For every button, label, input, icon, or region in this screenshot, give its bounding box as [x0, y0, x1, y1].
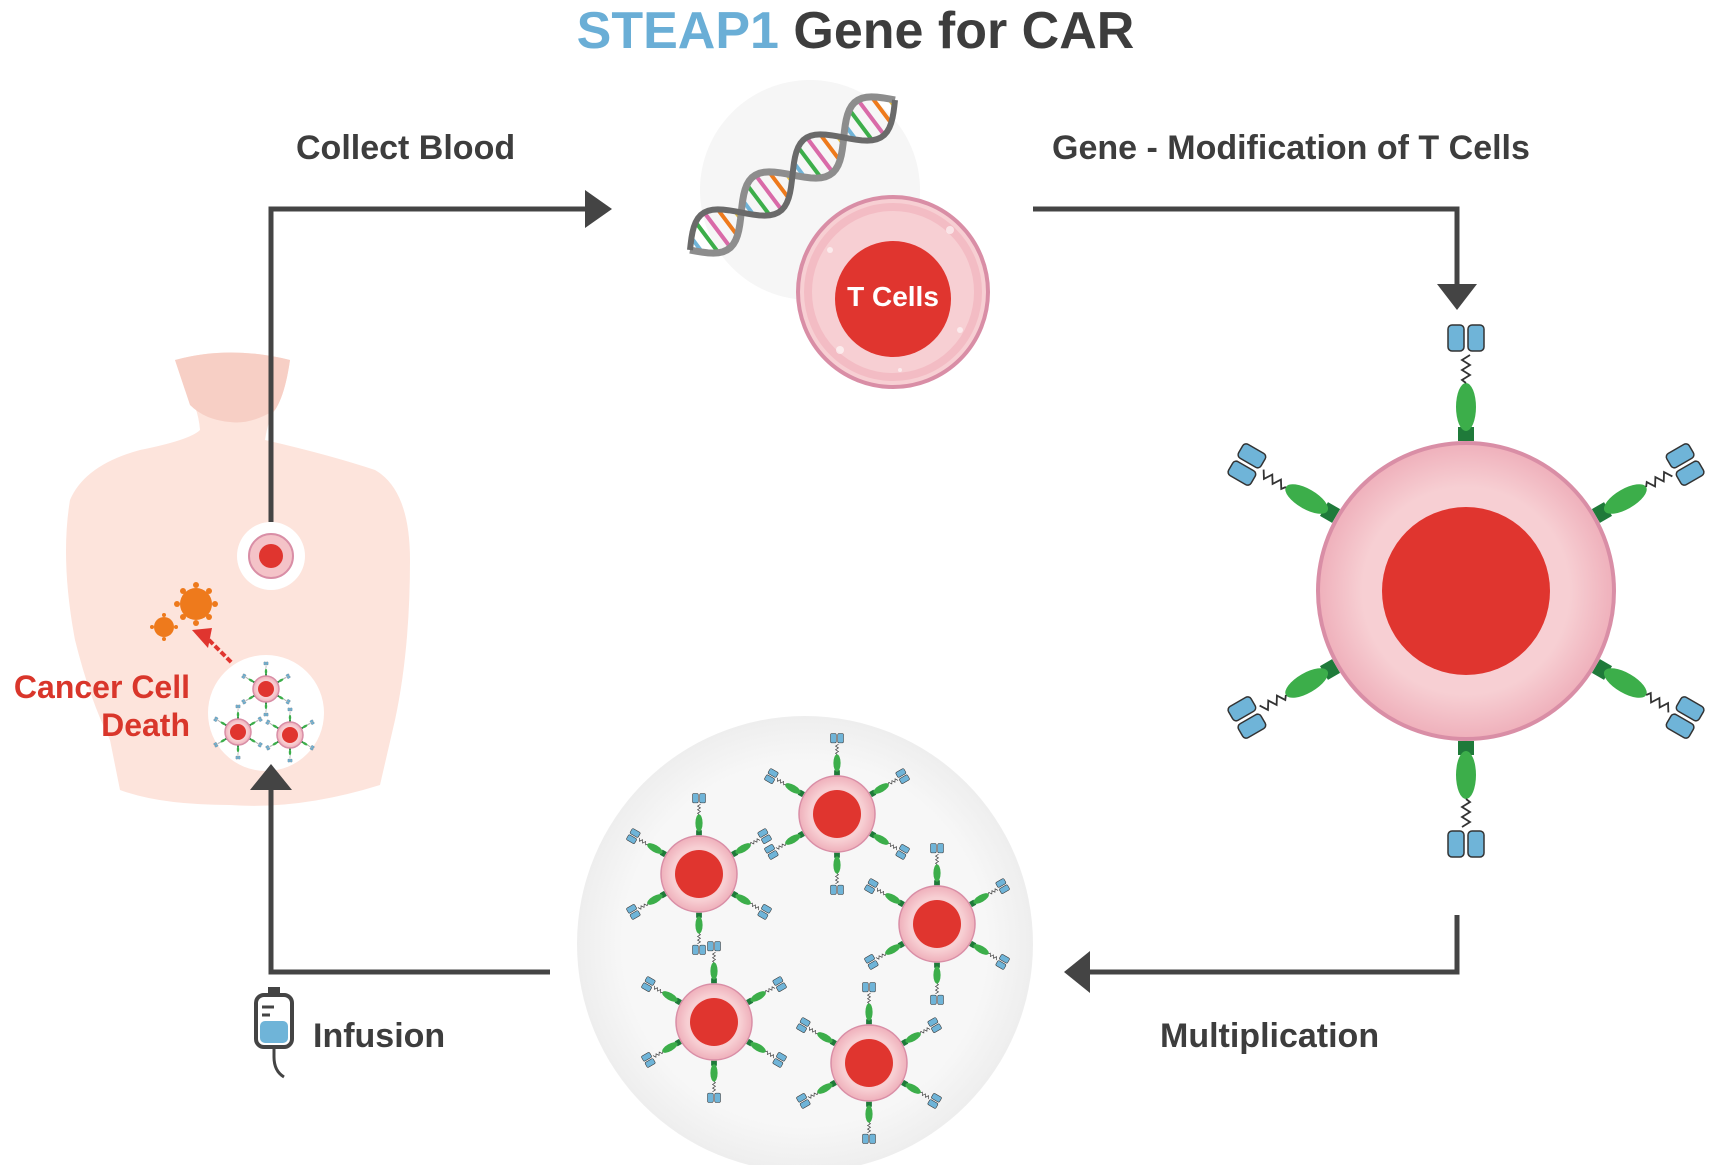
step-multiplication-label: Multiplication [1160, 1017, 1380, 1055]
iv-bag-icon [254, 987, 294, 1079]
cancer-cell-death-label: Cancer Cell Death [0, 668, 190, 744]
arrow-collect-blood [268, 206, 585, 522]
blood-draw-cell [237, 522, 305, 590]
human-body-silhouette [66, 352, 410, 806]
t-cell [796, 195, 990, 389]
multiplied-car-t-cells [577, 716, 1033, 1165]
step-collect-blood-label: Collect Blood [296, 129, 516, 167]
car-t-cell-large [1227, 324, 1705, 858]
cancer-label-line1: Cancer Cell [13, 669, 190, 705]
cancer-label-line2: Death [101, 707, 190, 743]
step-infusion-label: Infusion [313, 1017, 446, 1055]
cancer-cells [150, 582, 233, 664]
arrow-gene-modification [1033, 206, 1460, 284]
t-cell-label: T Cells [847, 281, 939, 312]
arrow-infusion [268, 790, 550, 975]
car-t-cells-in-body [208, 655, 324, 771]
step-gene-modification-label: Gene - Modification of T Cells [1052, 129, 1530, 167]
diagram-title: STEAP1 Gene for CAR [0, 0, 1711, 62]
attack-arrow [192, 628, 233, 664]
title-highlight: STEAP1 [576, 2, 779, 60]
arrow-multiplication [1090, 915, 1460, 975]
process-arrows [250, 190, 1477, 993]
title-rest: Gene for CAR [778, 2, 1135, 60]
